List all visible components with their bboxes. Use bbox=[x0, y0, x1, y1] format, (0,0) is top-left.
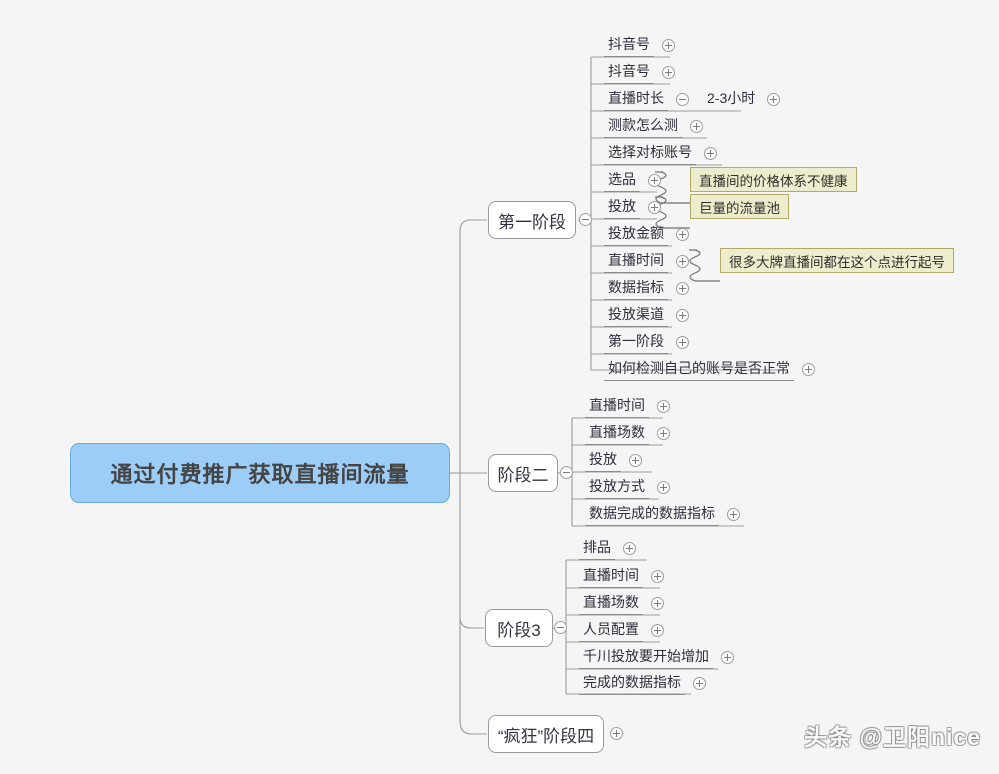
leaf-item[interactable]: 抖音号 bbox=[604, 60, 675, 84]
expand-toggle-stage-4[interactable] bbox=[610, 727, 623, 740]
leaf-label: 投放渠道 bbox=[604, 304, 668, 327]
leaf-label: 选品 bbox=[604, 169, 640, 192]
leaf-label: 测款怎么测 bbox=[604, 115, 682, 138]
leaf-label: 数据指标 bbox=[604, 277, 668, 300]
leaf-label: 抖音号 bbox=[604, 61, 654, 84]
leaf-item[interactable]: 人员配置 bbox=[579, 618, 664, 642]
collapse-toggle-stage-2[interactable] bbox=[560, 466, 573, 479]
note-callout[interactable]: 很多大牌直播间都在这个点进行起号 bbox=[720, 248, 954, 273]
stage-node-stage-4[interactable]: “疯狂”阶段四 bbox=[488, 715, 604, 753]
root-node-label: 通过付费推广获取直播间流量 bbox=[110, 462, 410, 487]
leaf-item[interactable]: 直播时间 bbox=[585, 394, 670, 418]
leaf-label: 直播场数 bbox=[585, 422, 649, 445]
note-label: 巨量的流量池 bbox=[699, 200, 780, 216]
leaf-item[interactable]: 数据指标 bbox=[604, 276, 689, 300]
expand-toggle[interactable] bbox=[651, 623, 664, 637]
leaf-item[interactable]: 测款怎么测 bbox=[604, 114, 703, 138]
stage-node-label: 阶段二 bbox=[497, 465, 549, 485]
leaf-label: 投放方式 bbox=[585, 476, 649, 499]
expand-toggle[interactable] bbox=[676, 281, 689, 295]
expand-toggle[interactable] bbox=[648, 200, 661, 214]
leaf-label: 千川投放要开始增加 bbox=[579, 646, 713, 669]
watermark: 头条 @卫阳nice bbox=[804, 718, 981, 752]
stage-node-label: “疯狂”阶段四 bbox=[497, 726, 595, 746]
leaf-item[interactable]: 直播时间 bbox=[579, 564, 664, 588]
leaf-label: 直播时长 bbox=[604, 88, 668, 111]
leaf-item[interactable]: 第一阶段 bbox=[604, 330, 689, 354]
stage-node-stage-2[interactable]: 阶段二 bbox=[488, 454, 558, 492]
collapse-toggle-stage-1[interactable] bbox=[579, 213, 592, 226]
leaf-item[interactable]: 投放方式 bbox=[585, 475, 670, 499]
leaf-label: 直播时间 bbox=[579, 565, 643, 588]
leaf-label: 投放 bbox=[585, 449, 621, 472]
expand-toggle[interactable] bbox=[662, 65, 675, 79]
leaf-item[interactable]: 投放 bbox=[585, 448, 642, 472]
root-node[interactable]: 通过付费推广获取直播间流量 bbox=[70, 443, 450, 503]
expand-toggle[interactable] bbox=[623, 541, 636, 555]
leaf-sublabel: 2-3小时 bbox=[707, 90, 756, 106]
leaf-label: 直播场数 bbox=[579, 592, 643, 615]
leaf-label: 抖音号 bbox=[604, 34, 654, 57]
expand-toggle[interactable] bbox=[727, 507, 740, 521]
collapse-toggle-stage-3[interactable] bbox=[554, 621, 567, 634]
leaf-label: 人员配置 bbox=[579, 619, 643, 642]
leaf-item[interactable]: 抖音号 bbox=[604, 33, 675, 57]
leaf-item[interactable]: 选品 bbox=[604, 168, 661, 192]
leaf-item[interactable]: 直播时间 bbox=[604, 249, 689, 273]
expand-toggle[interactable] bbox=[648, 173, 661, 187]
leaf-item[interactable]: 完成的数据指标 bbox=[579, 671, 706, 695]
expand-toggle[interactable] bbox=[676, 335, 689, 349]
expand-toggle[interactable] bbox=[662, 38, 675, 52]
leaf-item[interactable]: 直播场数 bbox=[585, 421, 670, 445]
note-callout[interactable]: 直播间的价格体系不健康 bbox=[690, 167, 857, 192]
expand-toggle[interactable] bbox=[721, 650, 734, 664]
note-callout[interactable]: 巨量的流量池 bbox=[690, 194, 789, 219]
leaf-item[interactable]: 直播时长 2-3小时 bbox=[604, 87, 781, 111]
leaf-item[interactable]: 如何检测自己的账号是否正常 bbox=[604, 357, 815, 381]
leaf-label: 完成的数据指标 bbox=[579, 672, 685, 695]
note-label: 很多大牌直播间都在这个点进行起号 bbox=[729, 254, 945, 270]
expand-toggle[interactable] bbox=[676, 308, 689, 322]
leaf-item[interactable]: 千川投放要开始增加 bbox=[579, 645, 734, 669]
expand-toggle[interactable] bbox=[767, 92, 781, 106]
stage-node-stage-3[interactable]: 阶段3 bbox=[485, 609, 553, 647]
expand-toggle[interactable] bbox=[693, 676, 706, 690]
expand-toggle[interactable] bbox=[676, 227, 689, 241]
leaf-item[interactable]: 排品 bbox=[579, 536, 636, 560]
leaf-label: 第一阶段 bbox=[604, 331, 668, 354]
leaf-label: 如何检测自己的账号是否正常 bbox=[604, 358, 794, 381]
expand-toggle[interactable] bbox=[651, 569, 664, 583]
expand-toggle[interactable] bbox=[651, 596, 664, 610]
expand-toggle[interactable] bbox=[657, 399, 670, 413]
expand-toggle[interactable] bbox=[657, 426, 670, 440]
expand-toggle[interactable] bbox=[629, 453, 642, 467]
stage-node-label: 阶段3 bbox=[497, 620, 541, 640]
expand-toggle[interactable] bbox=[802, 362, 815, 376]
leaf-item[interactable]: 投放渠道 bbox=[604, 303, 689, 327]
stage-node-stage-1[interactable]: 第一阶段 bbox=[488, 201, 576, 239]
watermark-text: 头条 @卫阳nice bbox=[804, 724, 981, 750]
leaf-label: 投放 bbox=[604, 196, 640, 219]
note-label: 直播间的价格体系不健康 bbox=[699, 173, 848, 189]
leaf-label: 选择对标账号 bbox=[604, 142, 696, 165]
leaf-label: 数据完成的数据指标 bbox=[585, 503, 719, 526]
leaf-item[interactable]: 投放金额 bbox=[604, 222, 689, 246]
expand-toggle[interactable] bbox=[690, 119, 703, 133]
leaf-label: 排品 bbox=[579, 537, 615, 560]
expand-toggle[interactable] bbox=[657, 480, 670, 494]
expand-toggle[interactable] bbox=[704, 146, 717, 160]
leaf-item[interactable]: 选择对标账号 bbox=[604, 141, 717, 165]
leaf-label: 直播时间 bbox=[604, 250, 668, 273]
stage-node-label: 第一阶段 bbox=[498, 212, 566, 232]
leaf-label: 直播时间 bbox=[585, 395, 649, 418]
expand-toggle[interactable] bbox=[676, 254, 689, 268]
collapse-toggle[interactable] bbox=[676, 92, 689, 106]
leaf-item[interactable]: 投放 bbox=[604, 195, 661, 219]
leaf-item[interactable]: 直播场数 bbox=[579, 591, 664, 615]
leaf-item[interactable]: 数据完成的数据指标 bbox=[585, 502, 740, 526]
leaf-label: 投放金额 bbox=[604, 223, 668, 246]
